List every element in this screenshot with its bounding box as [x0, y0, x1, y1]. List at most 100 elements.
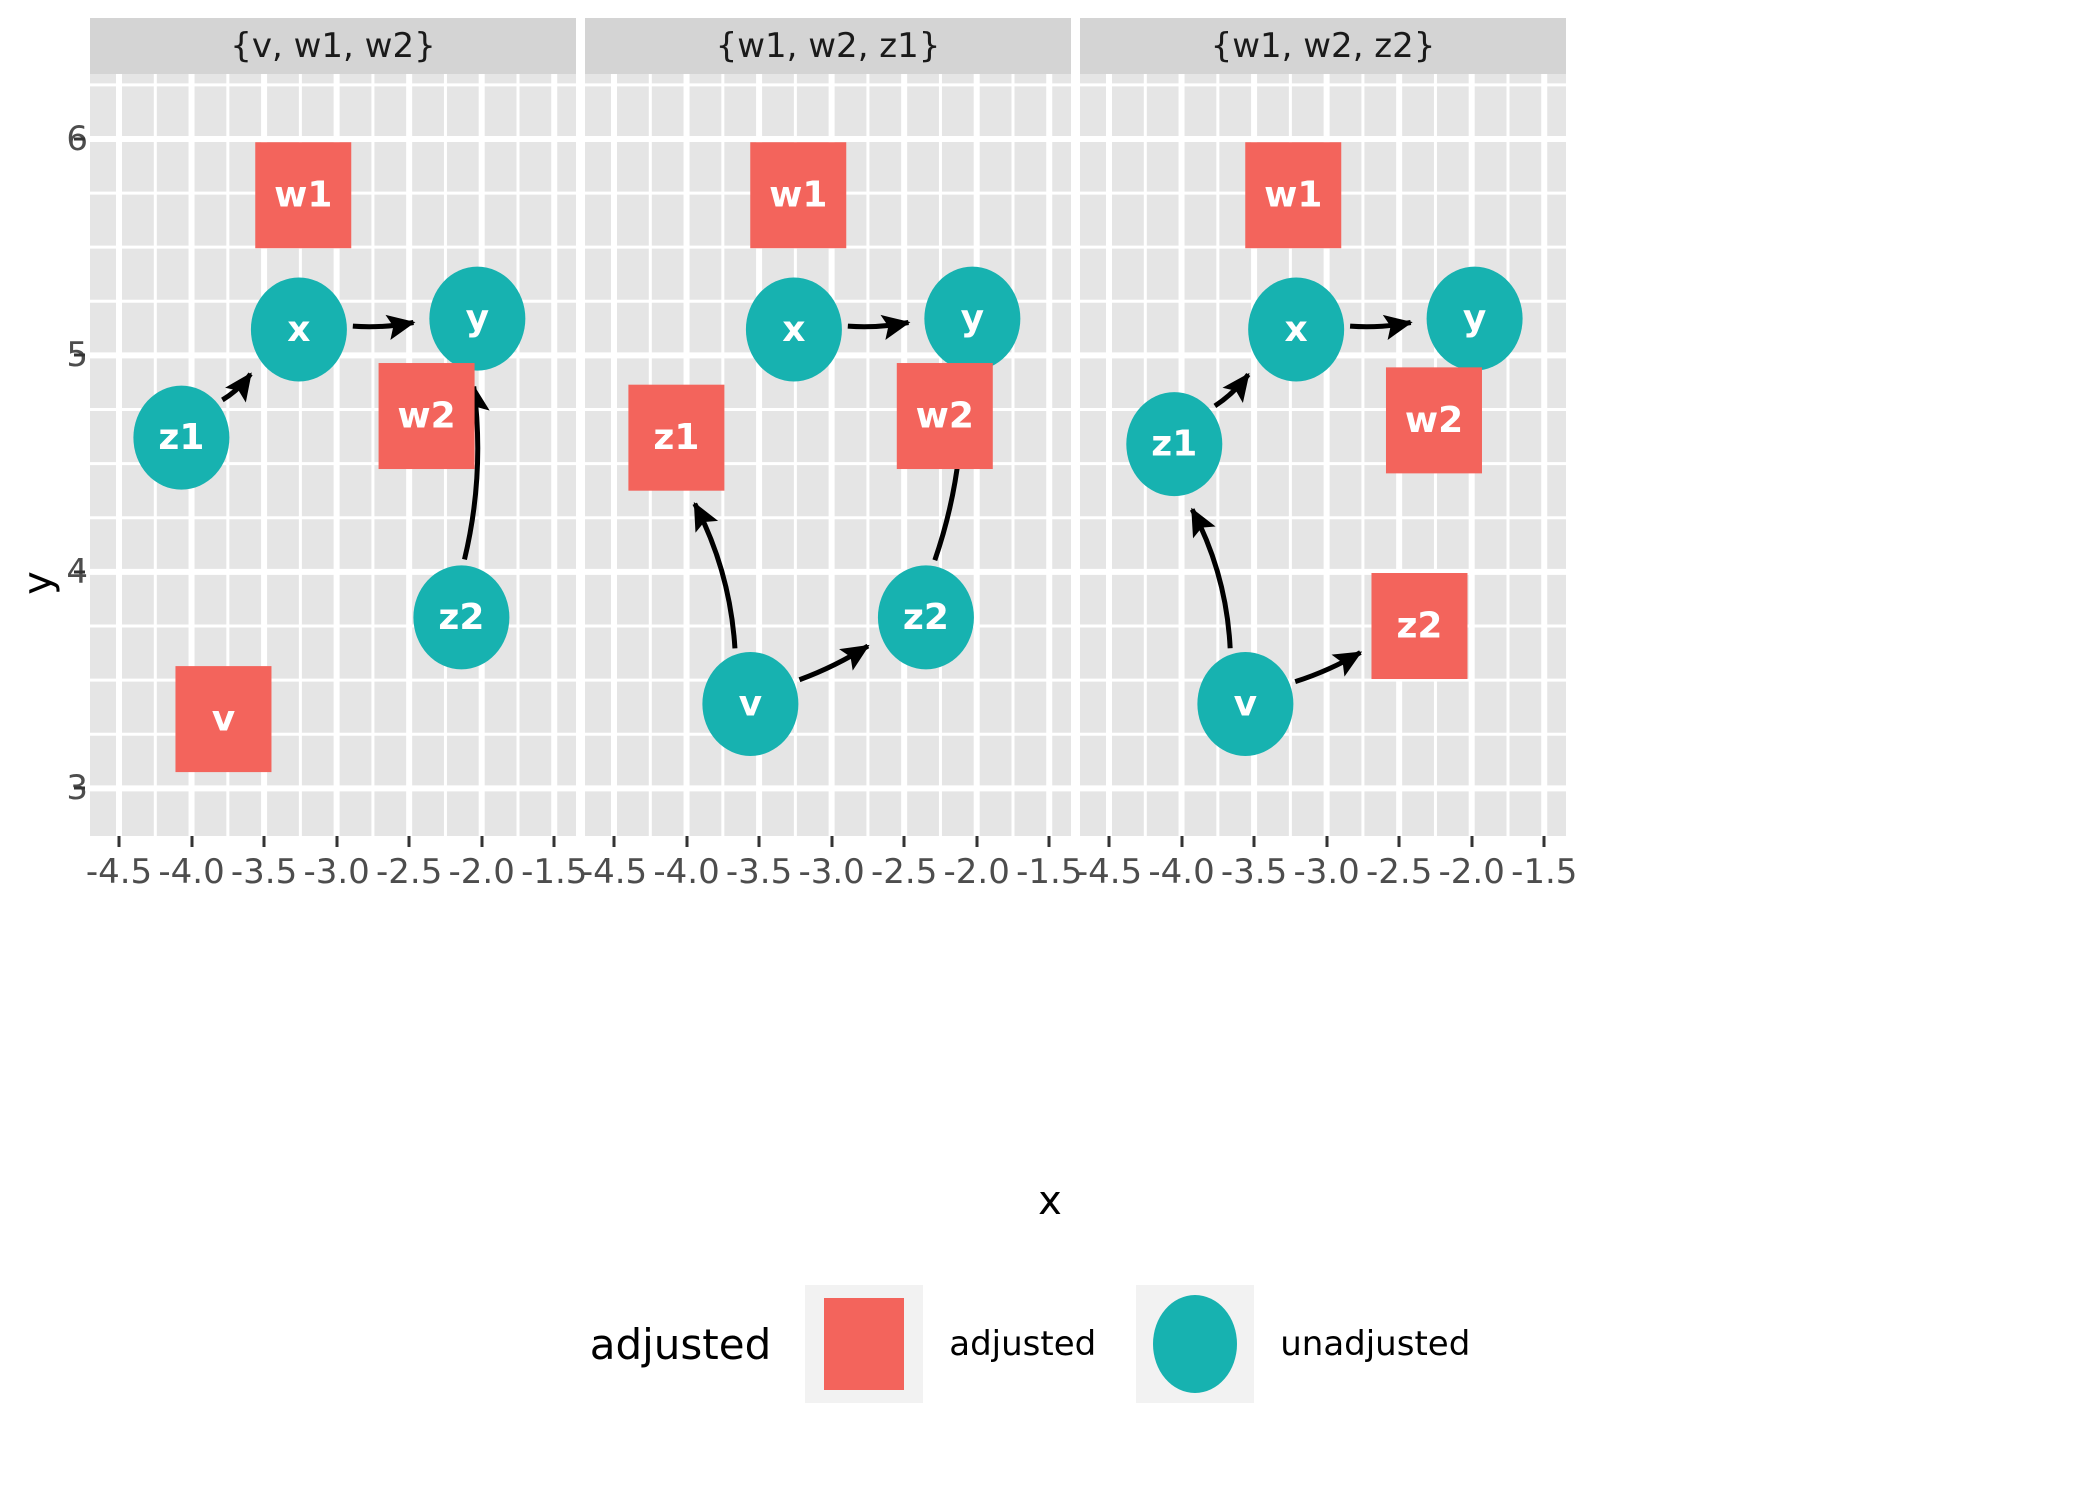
- x-tick-mark: [1470, 836, 1474, 847]
- dag-node-v[interactable]: [1197, 651, 1294, 756]
- x-tick-mark: [190, 836, 194, 847]
- x-tick-label: -4.0: [1148, 852, 1215, 892]
- x-tick-label: -3.0: [798, 852, 865, 892]
- dag-node-label-z1: z1: [158, 417, 204, 458]
- dag-node-label-w1: w1: [769, 175, 827, 216]
- dag-node-label-x: x: [1285, 309, 1308, 350]
- x-tick-mark: [552, 836, 556, 847]
- x-axis: -4.5-4.0-3.5-3.0-2.5-2.0-1.5: [86, 836, 587, 906]
- edges: [221, 314, 490, 561]
- edge-v-to-z1: [1189, 507, 1233, 649]
- dag-node-w1[interactable]: [255, 142, 352, 249]
- dag-node-z1[interactable]: [628, 384, 725, 491]
- legend-label: adjusted: [949, 1324, 1097, 1364]
- dag-node-w2[interactable]: [378, 363, 475, 470]
- dag-node-v[interactable]: [702, 651, 799, 756]
- dag-node-w2[interactable]: [896, 363, 993, 470]
- x-tick-label: -4.0: [158, 852, 225, 892]
- x-tick-label: -1.5: [1511, 852, 1578, 892]
- legend: adjusted adjusted unadjusted: [0, 1285, 2100, 1403]
- facet-strip-label: {v, w1, w2}: [90, 18, 576, 74]
- edge-z1-to-x: [221, 372, 253, 403]
- x-tick-mark: [975, 836, 979, 847]
- x-tick-mark: [335, 836, 339, 847]
- dag-node-z2[interactable]: [877, 565, 974, 670]
- dag-node-w1[interactable]: [750, 142, 847, 249]
- dag-node-y[interactable]: [1426, 266, 1523, 371]
- dag-node-z1[interactable]: [133, 385, 230, 490]
- edge-v-to-z1: [692, 501, 738, 649]
- dag-node-v[interactable]: [175, 666, 272, 773]
- dag-node-z2[interactable]: [1371, 573, 1468, 680]
- circle-icon: [1153, 1295, 1238, 1393]
- legend-title: adjusted: [589, 1319, 772, 1369]
- plot-area: w1 x y z1 w2 z2 v: [585, 74, 1071, 836]
- nodes: w1 x y z1 w2 z2 v: [628, 142, 1021, 756]
- x-tick-mark: [612, 836, 616, 847]
- dag-node-label-y: y: [1463, 298, 1486, 339]
- dag-node-label-w2: w2: [916, 396, 974, 437]
- dag-node-x[interactable]: [1248, 277, 1345, 382]
- x-tick-mark: [1047, 836, 1051, 847]
- legend-key-adjusted: [805, 1285, 924, 1403]
- x-tick-label: -2.0: [943, 852, 1010, 892]
- dag-node-x[interactable]: [250, 277, 347, 382]
- x-axis-title: x: [1038, 1178, 1062, 1224]
- dag-node-w1[interactable]: [1245, 142, 1342, 249]
- dag-node-y[interactable]: [429, 266, 526, 371]
- x-tick-mark: [1252, 836, 1256, 847]
- dag-node-label-y: y: [466, 298, 489, 339]
- legend-items: adjusted unadjusted: [805, 1285, 1510, 1403]
- dag-node-label-z2: z2: [903, 597, 949, 638]
- x-tick-label: -1.5: [1016, 852, 1083, 892]
- x-tick-mark: [830, 836, 834, 847]
- dag-node-label-z2: z2: [438, 597, 484, 638]
- edge-v-to-z2: [1294, 650, 1363, 685]
- edge-x-to-y: [1349, 314, 1413, 340]
- square-icon: [824, 1298, 905, 1390]
- legend-key-unadjusted: [1136, 1285, 1255, 1403]
- dag-node-label-x: x: [287, 309, 310, 350]
- legend-item-adjusted[interactable]: adjusted: [805, 1285, 1136, 1403]
- dag-node-x[interactable]: [745, 277, 842, 382]
- x-tick-mark: [1180, 836, 1184, 847]
- x-tick-label: -3.5: [725, 852, 793, 892]
- x-tick-label: -4.0: [653, 852, 720, 892]
- dag-node-y[interactable]: [924, 266, 1021, 371]
- dag-node-z2[interactable]: [413, 565, 510, 670]
- dag-node-label-x: x: [782, 309, 805, 350]
- dag-node-label-v: v: [1234, 683, 1257, 724]
- x-tick-label: -2.5: [1365, 852, 1433, 892]
- x-tick-mark: [757, 836, 761, 847]
- x-tick-mark: [1107, 836, 1111, 847]
- dag-node-label-y: y: [961, 298, 984, 339]
- dag-node-label-w2: w2: [397, 396, 455, 437]
- y-tick-mark: [74, 786, 85, 790]
- edge-z2-to-y: [462, 384, 490, 561]
- edge-x-to-y: [352, 314, 416, 340]
- dag-node-label-z1: z1: [653, 417, 699, 458]
- dag-node-z1[interactable]: [1126, 392, 1223, 497]
- x-tick-label: -4.5: [1075, 852, 1143, 892]
- dag-node-label-w2: w2: [1405, 400, 1463, 441]
- dag-node-w2[interactable]: [1385, 367, 1482, 474]
- x-tick-label: -4.5: [85, 852, 153, 892]
- dag-node-label-v: v: [739, 683, 762, 724]
- x-tick-label: -3.5: [230, 852, 298, 892]
- x-tick-label: -4.5: [580, 852, 648, 892]
- dag-node-label-z2: z2: [1396, 606, 1442, 647]
- edge-x-to-y: [847, 314, 911, 340]
- x-tick-label: -2.0: [448, 852, 515, 892]
- x-tick-mark: [262, 836, 266, 847]
- legend-label: unadjusted: [1280, 1324, 1471, 1364]
- x-tick-label: -3.0: [1293, 852, 1360, 892]
- facet-strip-label: {w1, w2, z1}: [585, 18, 1071, 74]
- x-tick-label: -3.5: [1220, 852, 1288, 892]
- edges: [1189, 314, 1413, 685]
- legend-item-unadjusted[interactable]: unadjusted: [1136, 1285, 1510, 1403]
- edge-z1-to-x: [1213, 372, 1251, 409]
